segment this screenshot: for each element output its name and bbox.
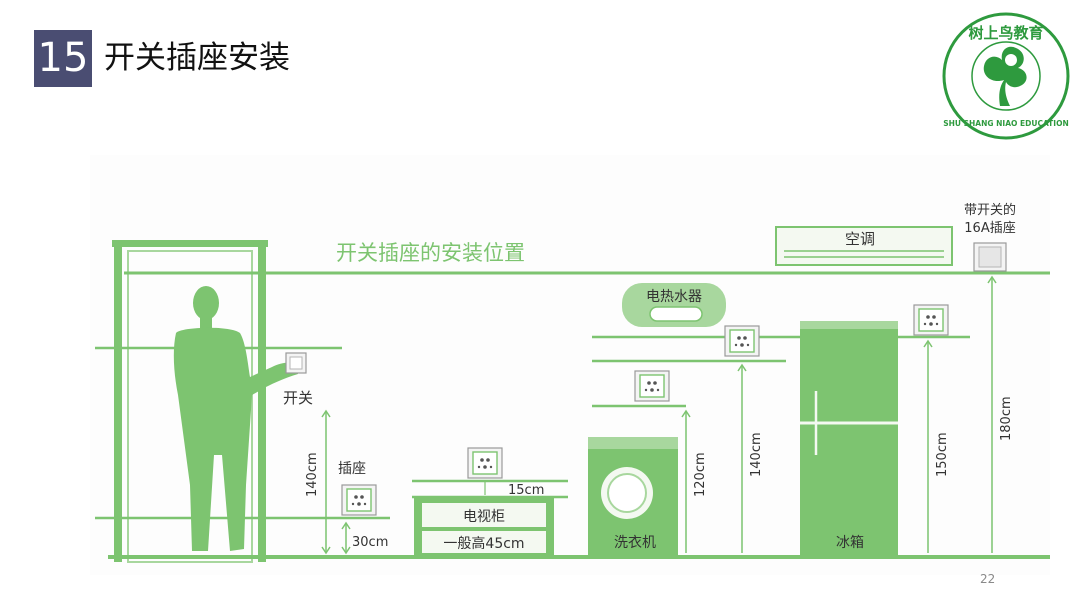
socket-height-label: 30cm <box>352 535 388 550</box>
washer-label: 洗衣机 <box>614 535 656 551</box>
shushangniao-logo: 树上鸟教育 SHU SHANG NIAO EDUCATION <box>942 12 1070 140</box>
fridge-height-label: 150cm <box>935 432 950 477</box>
tv-cabinet-label: 电视柜 <box>463 509 505 525</box>
door-frame <box>112 240 268 563</box>
water-heater-socket-icon <box>724 325 760 357</box>
water-heater-height-label: 140cm <box>749 432 764 477</box>
ac-height-dimension <box>987 275 997 553</box>
water-heater-height-dimension <box>737 363 747 553</box>
fridge-label: 冰箱 <box>836 535 864 551</box>
tv-socket-icon <box>467 447 503 479</box>
washer-height-label: 120cm <box>693 452 708 497</box>
switch-label: 开关 <box>283 389 313 407</box>
ac-height-label: 180cm <box>999 396 1014 441</box>
water-heater-label: 电热水器 <box>646 289 702 305</box>
switched-socket-icon <box>973 242 1007 272</box>
socket-height-dimension <box>341 521 351 555</box>
installation-diagram: 开关插座的安装位置 开关 140cm 插座 30cm 电视柜 一般高45cm 1… <box>90 155 1050 575</box>
wall-switch <box>285 352 307 374</box>
tv-cabinet <box>414 497 554 557</box>
washer-height-dimension <box>681 409 691 553</box>
switched-socket-label-line2: 16A插座 <box>964 221 1015 236</box>
switch-height-dimension <box>321 409 331 555</box>
logo-english-text: SHU SHANG NIAO EDUCATION <box>943 119 1069 128</box>
fridge-socket-icon <box>913 304 949 336</box>
air-conditioner <box>775 226 953 266</box>
diagram-heading: 开关插座的安装位置 <box>336 241 525 265</box>
water-heater <box>622 283 726 327</box>
page-number: 22 <box>980 572 996 586</box>
logo-chinese-text: 树上鸟教育 <box>968 24 1043 42</box>
ac-label: 空调 <box>845 230 875 248</box>
washer-socket-icon <box>634 370 670 402</box>
switched-socket-label-line1: 带开关的 <box>964 202 1016 218</box>
refrigerator <box>800 321 898 557</box>
slide-title: 开关插座安装 <box>104 40 290 76</box>
fridge-height-dimension <box>923 339 933 553</box>
low-socket-icon <box>341 484 377 516</box>
tv-gap-label: 15cm <box>508 483 544 498</box>
person-silhouette <box>173 286 298 551</box>
switch-height-label: 140cm <box>305 452 320 497</box>
slide-number-badge: 15 <box>34 30 92 87</box>
tv-cabinet-height-label: 一般高45cm <box>443 535 524 552</box>
socket-label: 插座 <box>338 461 366 477</box>
washing-machine <box>588 437 678 557</box>
